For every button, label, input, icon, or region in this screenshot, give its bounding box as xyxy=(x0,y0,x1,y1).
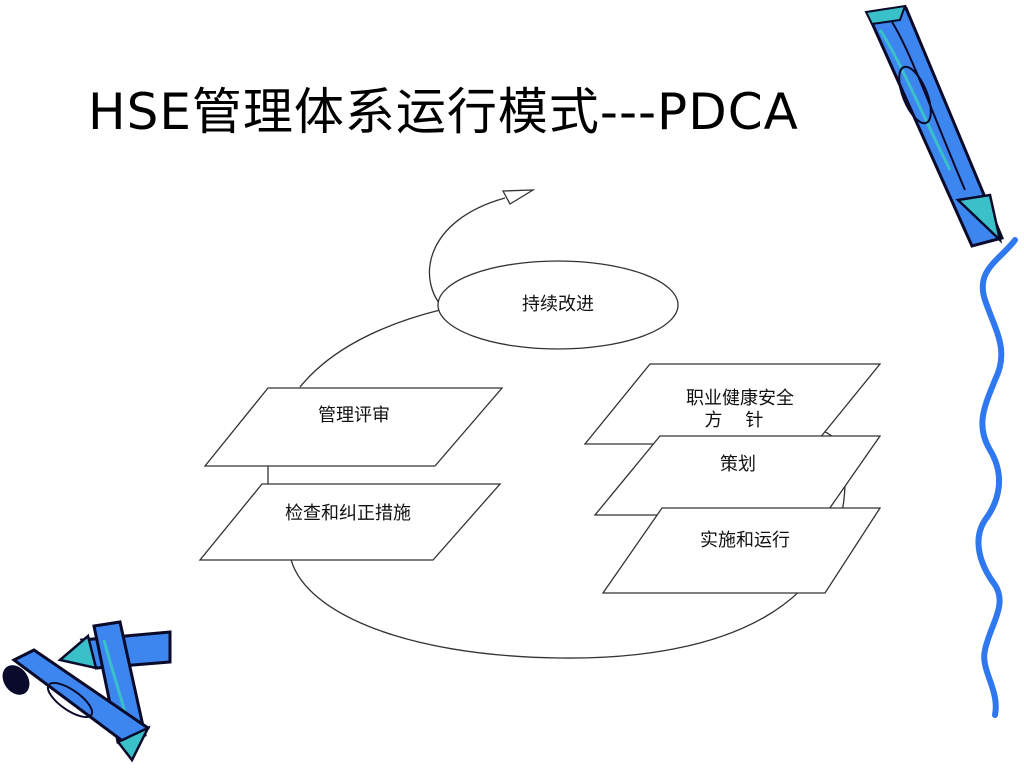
wavy-line-decoration xyxy=(975,237,1018,718)
continual-improvement-ellipse xyxy=(437,260,679,350)
improvement-loop-arrow xyxy=(428,197,506,311)
arrow-head xyxy=(501,189,536,205)
pencils-icon xyxy=(2,620,172,763)
policy-label-line2: 方 针 xyxy=(705,410,764,431)
check-corrective-label: 检查和纠正措施 xyxy=(285,503,411,524)
continual-improvement-label: 持续改进 xyxy=(522,294,594,315)
slide-title: HSE管理体系运行模式---PDCA xyxy=(88,83,799,141)
planning-box xyxy=(593,435,882,516)
cycle-arc-top-left xyxy=(299,309,441,388)
implementation-box xyxy=(601,507,882,594)
check-corrective-box xyxy=(198,483,502,561)
policy-label-line1: 职业健康安全 xyxy=(686,388,794,409)
pencil-icon xyxy=(864,4,1005,248)
management-review-box xyxy=(203,387,504,467)
management-review-label: 管理评审 xyxy=(318,405,390,426)
implementation-label: 实施和运行 xyxy=(700,530,790,551)
planning-label: 策划 xyxy=(720,454,756,475)
